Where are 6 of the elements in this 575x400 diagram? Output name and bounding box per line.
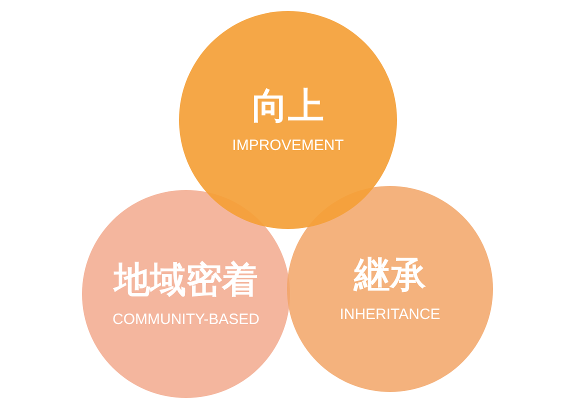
- node-subtitle: INHERITANCE: [340, 306, 440, 324]
- node-subtitle: COMMUNITY-BASED: [112, 311, 260, 328]
- node-title: 継承: [354, 254, 426, 294]
- node-subtitle: IMPROVEMENT: [232, 137, 344, 154]
- node-title: 向上: [252, 86, 324, 126]
- node-title: 地域密着: [114, 260, 258, 300]
